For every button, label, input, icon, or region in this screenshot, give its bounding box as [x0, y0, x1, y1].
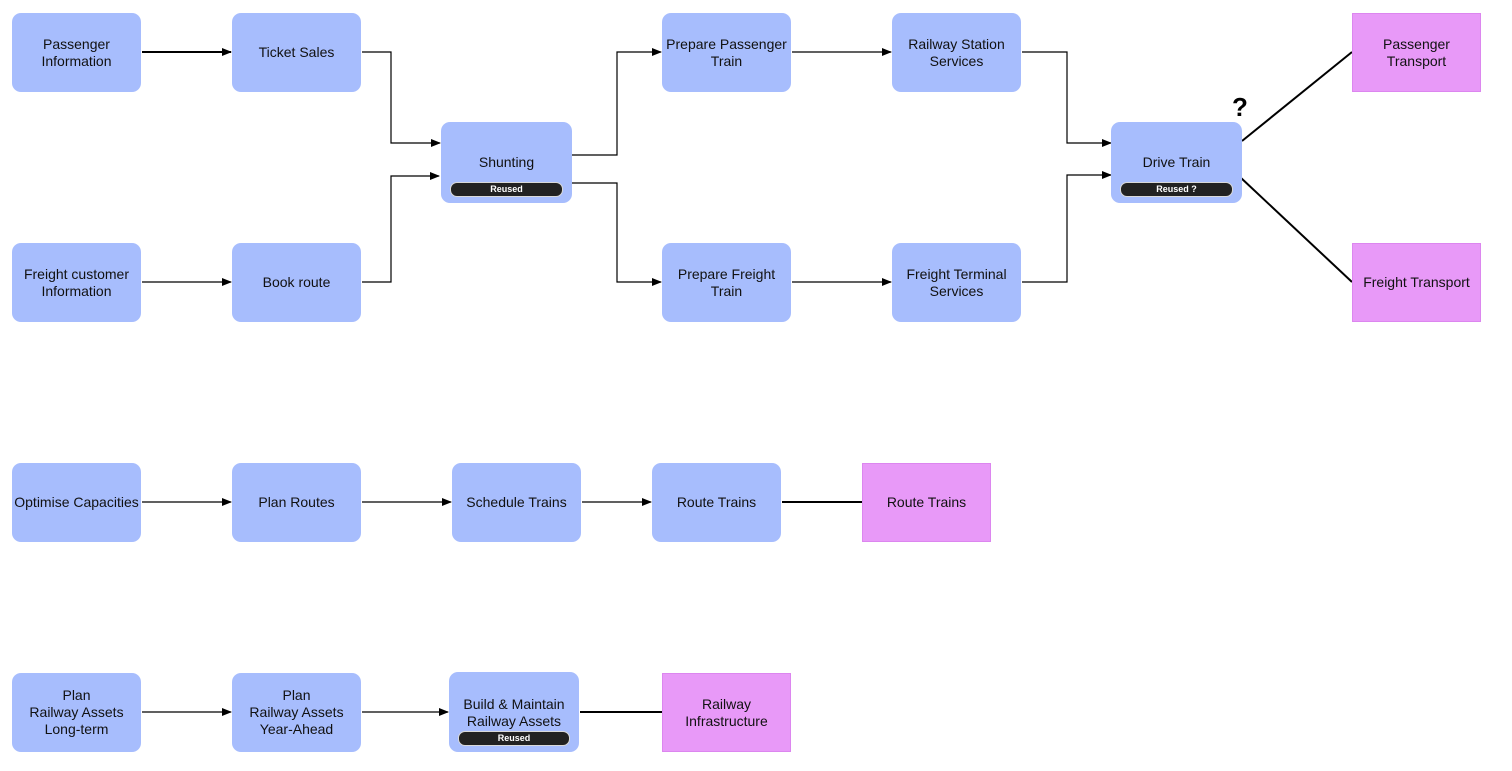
- link-drive-train-to-freight-transport: [1239, 176, 1353, 283]
- outcome-label: Freight Transport: [1363, 274, 1470, 290]
- node-build-maintain-assets[interactable]: Build & Maintain Railway Assets Reused: [449, 672, 579, 752]
- node-shunting[interactable]: Shunting Reused: [441, 122, 572, 203]
- reused-badge: Reused ?: [1120, 182, 1233, 197]
- arrow-station-services-to-drive-train: [1022, 51, 1112, 147]
- outcome-route-trains[interactable]: Route Trains: [862, 463, 991, 542]
- node-schedule-trains[interactable]: Schedule Trains: [452, 463, 581, 542]
- node-optimise-capacities[interactable]: Optimise Capacities: [12, 463, 141, 542]
- node-railway-station-services[interactable]: Railway Station Services: [892, 13, 1021, 92]
- outcome-label: Railway Infrastructure: [685, 695, 768, 729]
- node-label: Passenger Information: [41, 35, 112, 69]
- node-freight-customer-information[interactable]: Freight customer Information: [12, 243, 141, 322]
- node-label: Plan Routes: [258, 494, 335, 510]
- question-mark-annotation: ?: [1232, 92, 1248, 122]
- node-label: Prepare Passenger Train: [666, 35, 787, 69]
- node-label: Freight Terminal Services: [906, 265, 1007, 299]
- node-ticket-sales[interactable]: Ticket Sales: [232, 13, 361, 92]
- node-route-trains[interactable]: Route Trains: [652, 463, 781, 542]
- node-prepare-passenger-train[interactable]: Prepare Passenger Train: [662, 13, 791, 92]
- arrow-shunting-to-prepare-passenger: [572, 48, 662, 156]
- node-label: Schedule Trains: [466, 494, 567, 510]
- node-label: Route Trains: [676, 494, 757, 510]
- node-drive-train[interactable]: Drive Train Reused ?: [1111, 122, 1242, 203]
- arrow-terminal-services-to-drive-train: [1022, 171, 1112, 283]
- node-label: Prepare Freight Train: [677, 265, 776, 299]
- node-label: Plan Railway Assets Long-term: [29, 687, 124, 737]
- link-drive-train-to-passenger-transport: [1241, 51, 1353, 142]
- outcome-freight-transport[interactable]: Freight Transport: [1352, 243, 1481, 322]
- node-label: Build & Maintain Railway Assets: [463, 696, 565, 729]
- node-label: Optimise Capacities: [14, 494, 139, 510]
- outcome-railway-infrastructure[interactable]: Railway Infrastructure: [662, 673, 791, 752]
- arrow-book-route-to-shunting: [362, 172, 440, 283]
- node-label: Book route: [262, 274, 331, 290]
- node-plan-assets-long-term[interactable]: Plan Railway Assets Long-term: [12, 673, 141, 752]
- node-label: Shunting: [478, 154, 535, 170]
- node-freight-terminal-services[interactable]: Freight Terminal Services: [892, 243, 1021, 322]
- outcome-passenger-transport[interactable]: Passenger Transport: [1352, 13, 1481, 92]
- arrow-shunting-to-prepare-freight: [572, 182, 662, 286]
- node-plan-routes[interactable]: Plan Routes: [232, 463, 361, 542]
- arrow-ticket-sales-to-shunting: [362, 51, 441, 147]
- node-label: Ticket Sales: [258, 44, 335, 60]
- node-label: Freight customer Information: [23, 265, 130, 299]
- reused-badge: Reused: [450, 182, 563, 197]
- node-label: Railway Station Services: [908, 35, 1005, 69]
- node-prepare-freight-train[interactable]: Prepare Freight Train: [662, 243, 791, 322]
- outcome-label: Route Trains: [886, 494, 967, 510]
- reused-badge: Reused: [458, 731, 570, 746]
- outcome-label: Passenger Transport: [1383, 35, 1450, 69]
- node-passenger-information[interactable]: Passenger Information: [12, 13, 141, 92]
- node-label: Plan Railway Assets Year-Ahead: [249, 687, 344, 737]
- node-book-route[interactable]: Book route: [232, 243, 361, 322]
- node-label: Drive Train: [1142, 154, 1211, 170]
- node-plan-assets-year-ahead[interactable]: Plan Railway Assets Year-Ahead: [232, 673, 361, 752]
